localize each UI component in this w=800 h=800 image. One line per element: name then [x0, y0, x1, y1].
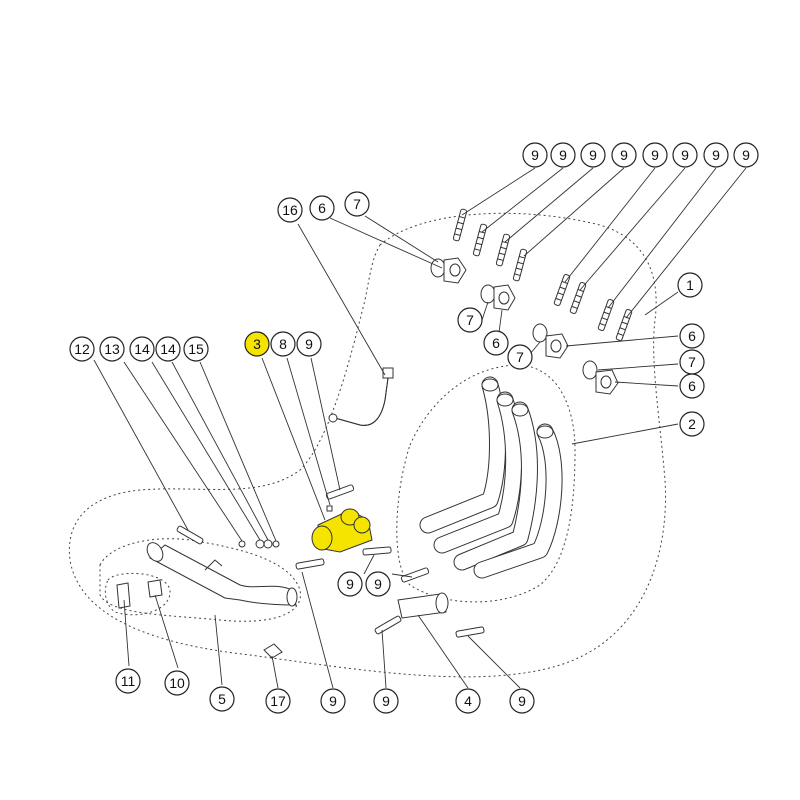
callout-7b: 7 — [457, 307, 483, 333]
callout-9l: 9 — [320, 688, 346, 714]
callout-9n: 9 — [509, 688, 535, 714]
callout-14b: 14 — [155, 336, 181, 362]
callout-label: 6 — [688, 328, 696, 344]
callout-6a: 6 — [309, 195, 335, 221]
callout-label: 15 — [188, 341, 204, 357]
callout-label: 14 — [134, 341, 150, 357]
callout-17: 17 — [265, 688, 291, 714]
callout-label: 9 — [620, 147, 628, 163]
callout-2: 2 — [679, 411, 705, 437]
callout-label: 2 — [688, 416, 696, 432]
leader-lines — [93, 167, 747, 689]
callout-label: 3 — [253, 336, 261, 352]
callout-label: 7 — [688, 354, 696, 370]
callout-label: 12 — [74, 341, 90, 357]
callout-6c: 6 — [679, 323, 705, 349]
callout-label: 10 — [169, 675, 185, 691]
callout-label: 6 — [688, 378, 696, 394]
callout-9a: 9 — [522, 142, 548, 168]
link-pipe-part-4 — [397, 592, 449, 619]
callout-label: 4 — [464, 693, 472, 709]
callout-label: 9 — [742, 147, 750, 163]
callout-1: 1 — [677, 272, 703, 298]
callout-label: 7 — [353, 196, 361, 212]
callout-label: 1 — [686, 277, 694, 293]
callout-14a: 14 — [129, 336, 155, 362]
callout-label: 9 — [518, 693, 526, 709]
callout-12: 12 — [69, 336, 95, 362]
callout-16: 16 — [277, 197, 303, 223]
header-pipes — [419, 376, 563, 579]
callout-9h: 9 — [733, 142, 759, 168]
callout-13: 13 — [99, 336, 125, 362]
collector-part-3 — [311, 508, 373, 553]
spring-set-top — [452, 208, 633, 341]
callout-label: 9 — [559, 147, 567, 163]
callout-label: 7 — [516, 349, 524, 365]
callout-6b: 6 — [483, 330, 509, 356]
sensor-pipe — [328, 367, 394, 426]
callout-11: 11 — [115, 668, 141, 694]
callout-9f: 9 — [672, 142, 698, 168]
callout-label: 16 — [282, 202, 298, 218]
callout-10: 10 — [164, 670, 190, 696]
callout-8: 8 — [270, 331, 296, 357]
callout-15: 15 — [183, 336, 209, 362]
callout-9c: 9 — [580, 142, 606, 168]
callout-9k: 9 — [365, 571, 391, 597]
callout-9i: 9 — [296, 331, 322, 357]
callout-label: 8 — [279, 336, 287, 352]
callout-6d: 6 — [679, 373, 705, 399]
callout-9e: 9 — [642, 142, 668, 168]
silencer-part-5 — [146, 542, 298, 607]
callout-label: 9 — [651, 147, 659, 163]
callout-label: 9 — [681, 147, 689, 163]
callout-label: 7 — [466, 312, 474, 328]
callout-9b: 9 — [550, 142, 576, 168]
callout-label: 9 — [346, 576, 354, 592]
callout-9g: 9 — [703, 142, 729, 168]
callout-label: 9 — [382, 693, 390, 709]
callout-9m: 9 — [373, 688, 399, 714]
callout-label: 9 — [305, 336, 313, 352]
gasket-flange-sets — [430, 257, 619, 395]
callout-label: 14 — [160, 341, 176, 357]
callout-label: 6 — [318, 200, 326, 216]
callout-9j: 9 — [337, 571, 363, 597]
callout-label: 9 — [589, 147, 597, 163]
callout-label: 9 — [712, 147, 720, 163]
callout-label: 5 — [218, 691, 226, 707]
callout-7d: 7 — [679, 349, 705, 375]
callout-7c: 7 — [507, 344, 533, 370]
assembly-zone-outer — [68, 212, 667, 678]
small-hardware — [116, 484, 485, 659]
callout-label: 11 — [121, 673, 136, 689]
callout-4: 4 — [455, 688, 481, 714]
callout-9d: 9 — [611, 142, 637, 168]
callout-label: 9 — [531, 147, 539, 163]
callout-label: 9 — [329, 693, 337, 709]
callout-label: 17 — [270, 693, 286, 709]
callout-7a: 7 — [344, 191, 370, 217]
callout-label: 6 — [492, 335, 500, 351]
callout-label: 9 — [374, 576, 382, 592]
callout-5: 5 — [209, 686, 235, 712]
callout-3: 3 — [244, 331, 270, 357]
callout-label: 13 — [104, 341, 120, 357]
